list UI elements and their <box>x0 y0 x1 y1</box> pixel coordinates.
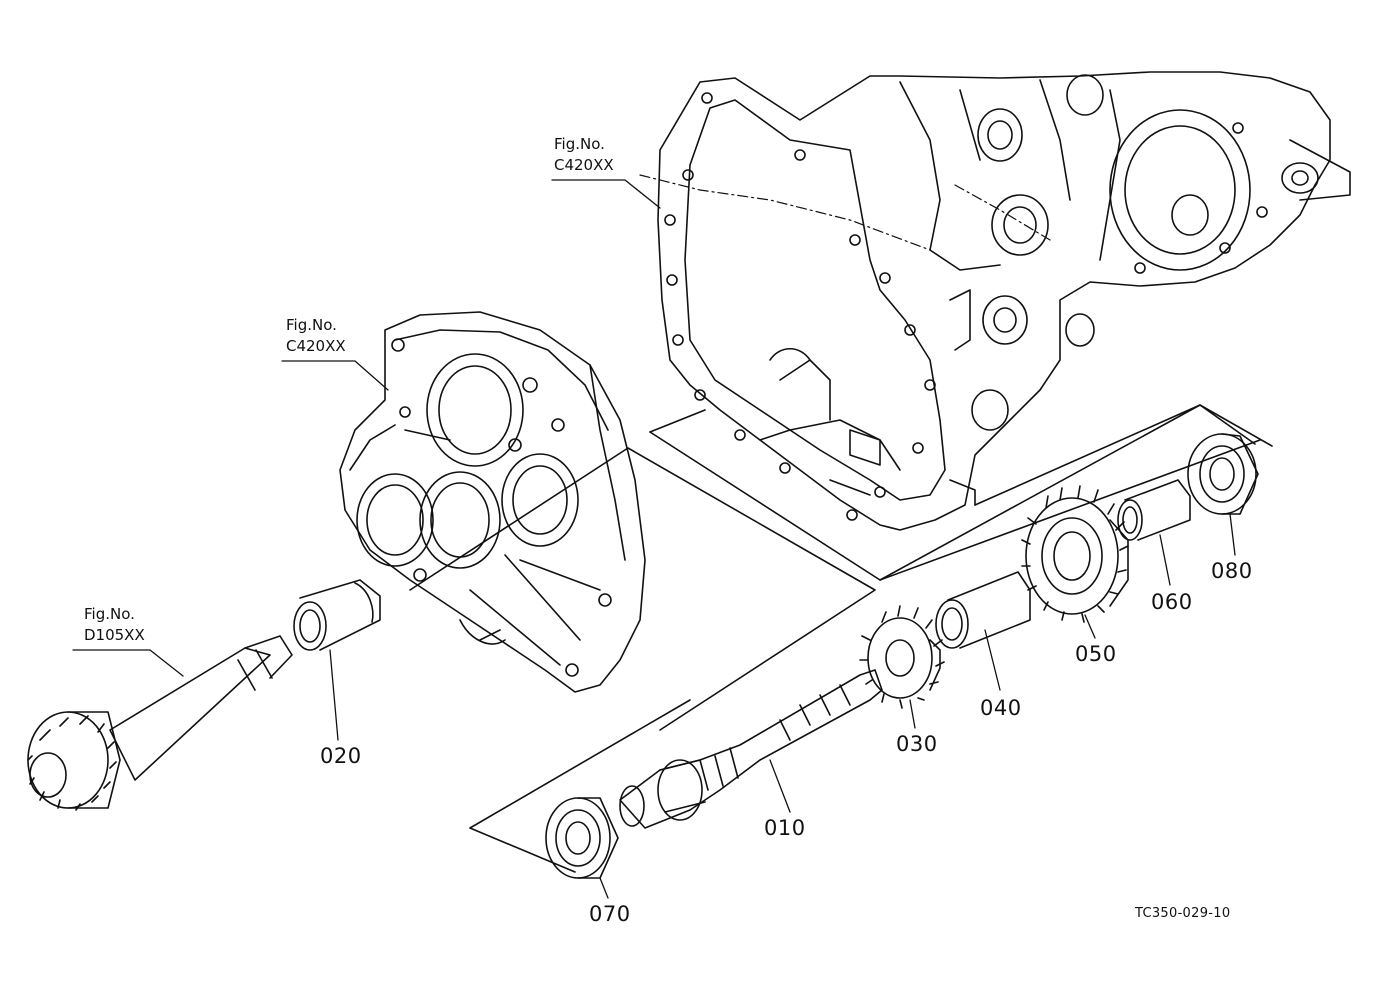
sleeve-060-drawing <box>1117 479 1191 541</box>
gear-030-drawing <box>859 605 945 709</box>
part-label-060: 060 <box>1151 590 1193 614</box>
fig-ref-label-middle: Fig.No. C420XX <box>286 318 346 354</box>
input-shaft-drawing <box>27 635 293 811</box>
fig-ref-line1: Fig.No. <box>554 135 605 153</box>
fig-ref-line2: C420XX <box>554 156 614 174</box>
fig-ref-label-left: Fig.No. D105XX <box>84 607 145 643</box>
part-label-030: 030 <box>896 732 938 756</box>
gear-case-drawing <box>339 311 876 731</box>
fig-ref-line2: C420XX <box>286 337 346 355</box>
part-label-040: 040 <box>980 696 1022 720</box>
sleeve-040-drawing <box>935 571 1031 649</box>
main-shaft-010-drawing <box>619 669 883 829</box>
drawing-number: TC350-029-10 <box>1135 906 1231 921</box>
part-label-020: 020 <box>320 744 362 768</box>
assembly-box-lower <box>469 699 691 873</box>
fig-ref-line1: Fig.No. <box>286 316 337 334</box>
transmission-case-drawing <box>639 71 1351 581</box>
part-label-010: 010 <box>764 816 806 840</box>
part-label-080: 080 <box>1211 559 1253 583</box>
sleeve-020-drawing <box>293 579 381 651</box>
leader-lines <box>72 179 1236 899</box>
part-label-050: 050 <box>1075 642 1117 666</box>
fig-ref-line2: D105XX <box>84 626 145 644</box>
fig-ref-line1: Fig.No. <box>84 605 135 623</box>
bearing-080-drawing <box>879 404 1273 581</box>
fig-ref-label-top-right: Fig.No. C420XX <box>554 137 614 173</box>
bearing-070-drawing <box>545 797 619 879</box>
part-label-070: 070 <box>589 902 631 926</box>
gear-050-drawing <box>1021 485 1129 623</box>
